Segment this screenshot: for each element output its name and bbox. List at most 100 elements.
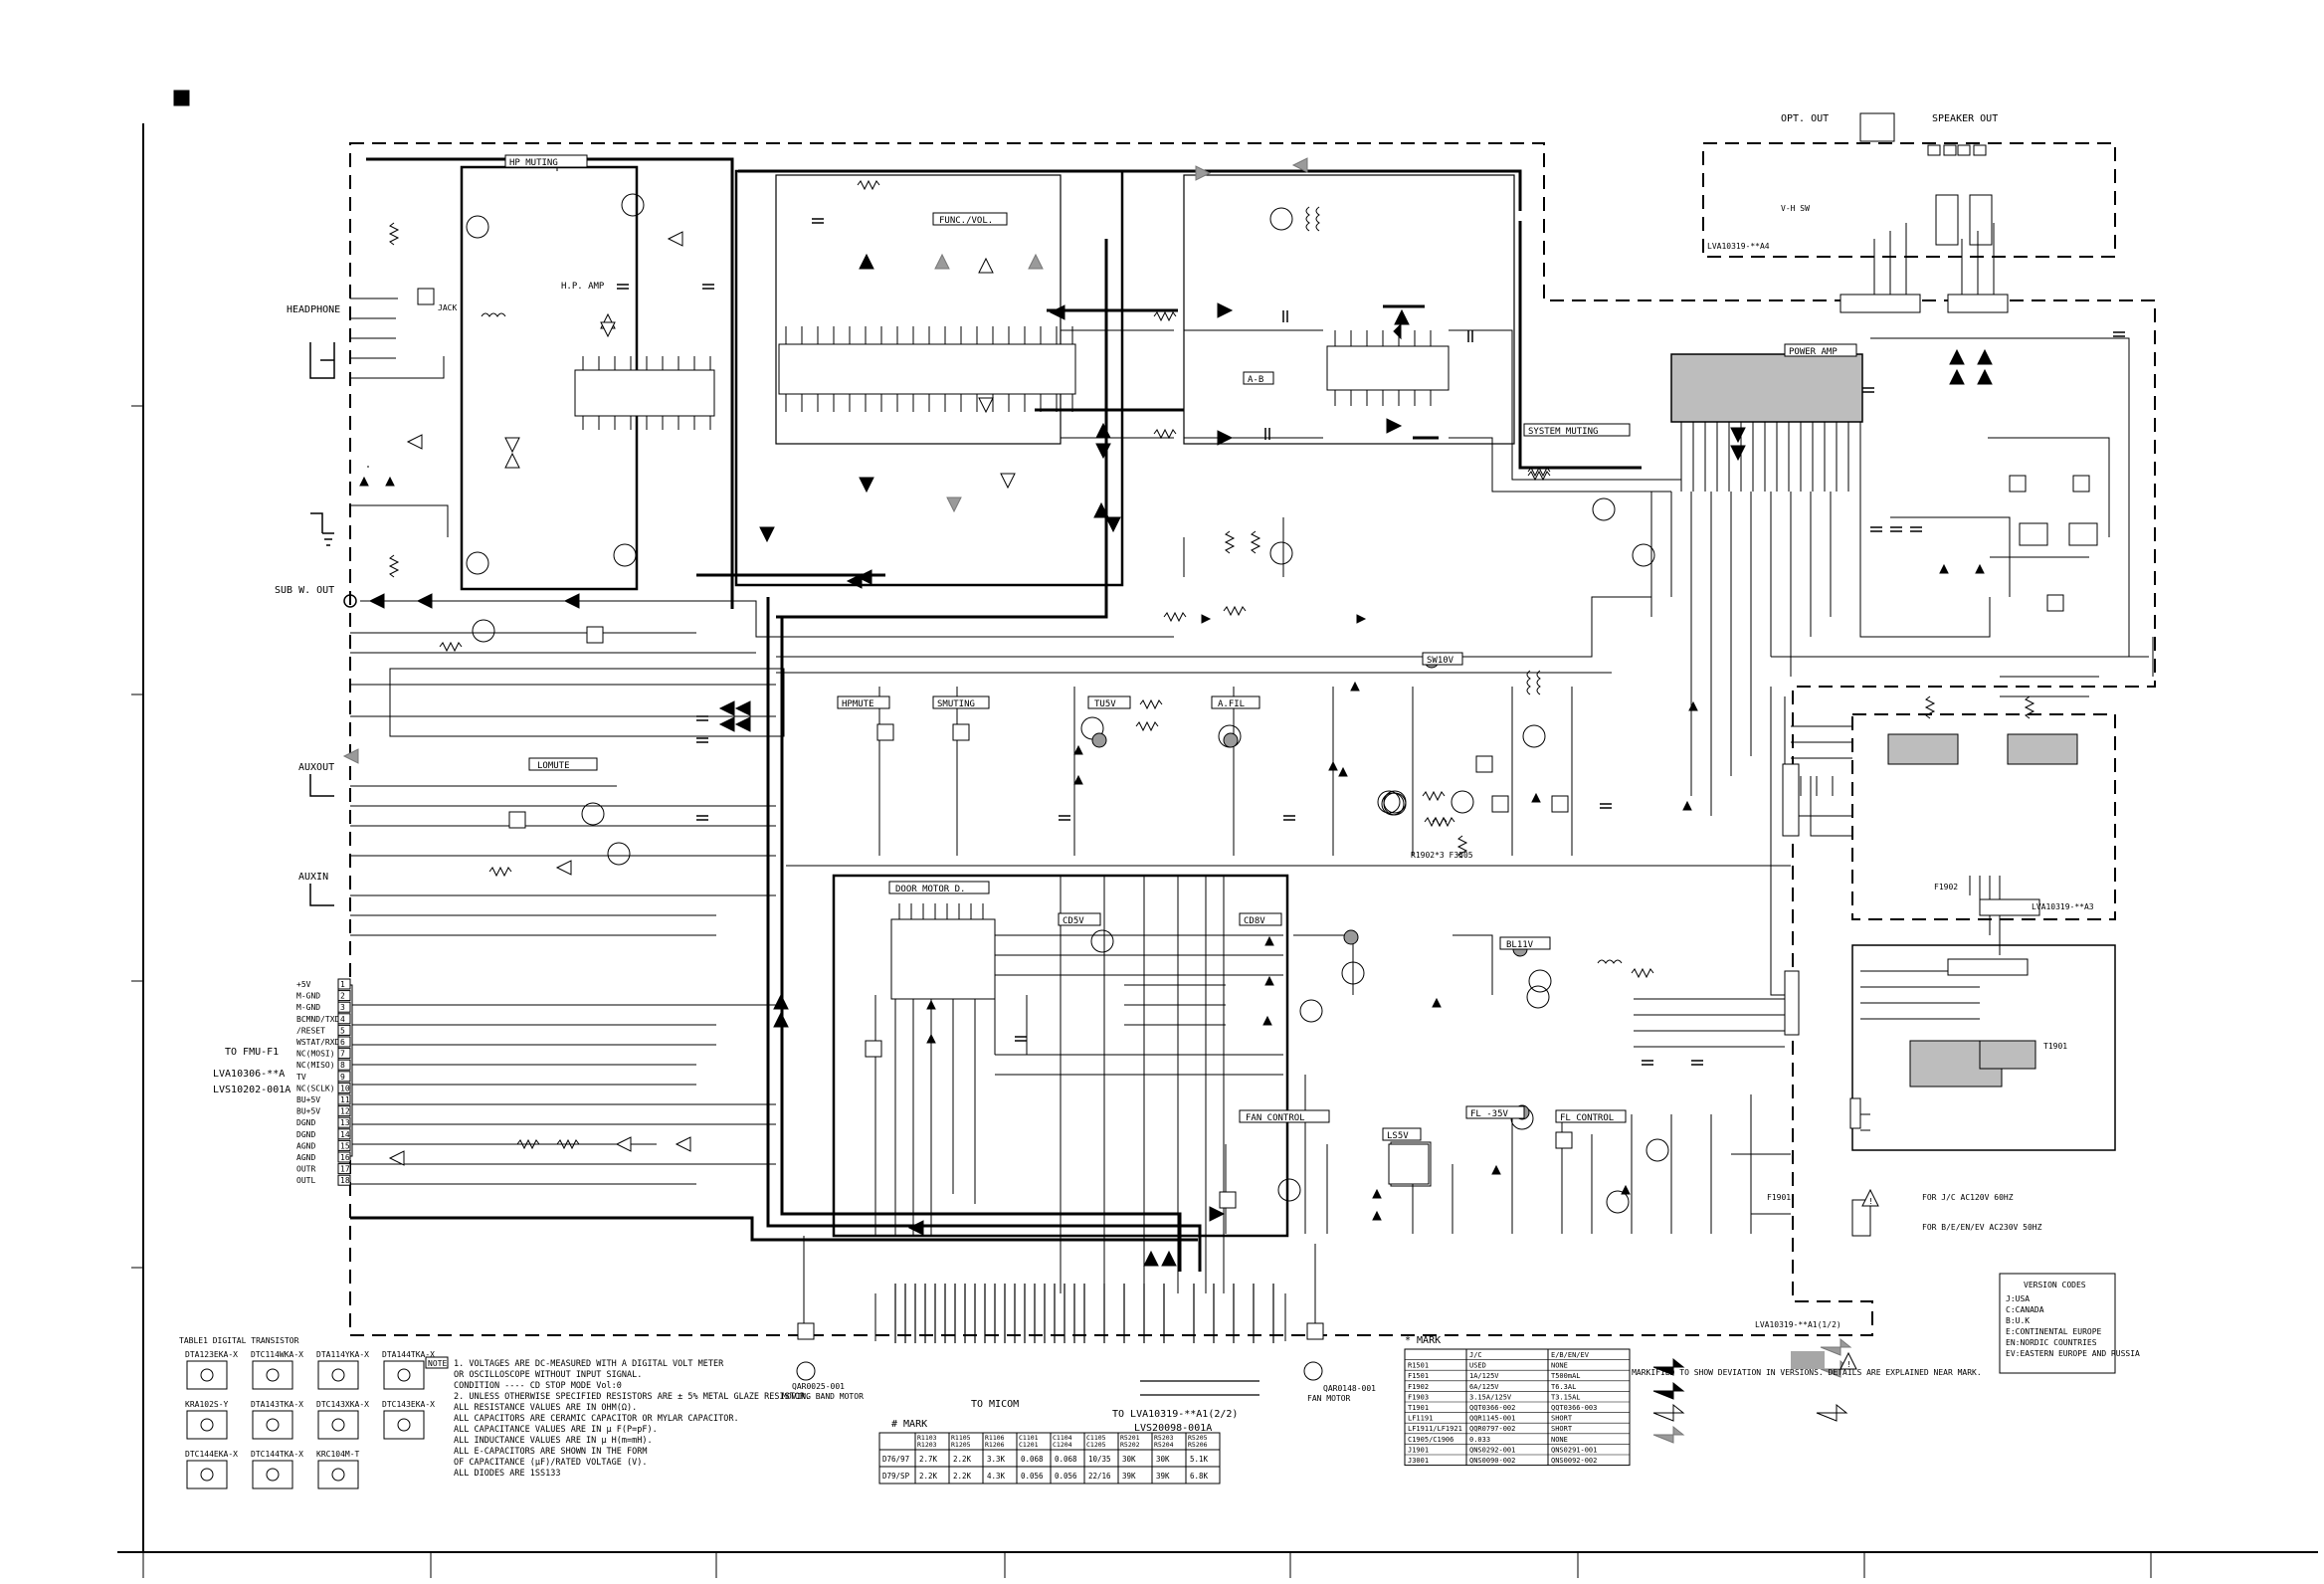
transistor-symbol-box <box>317 1410 359 1440</box>
value-table-header: C1104 <box>1053 1434 1072 1442</box>
transistor-part: DTC144EKA-X <box>185 1450 238 1459</box>
transistor-symbols-grey <box>1091 653 1530 1120</box>
transistor-symbol-box <box>186 1410 228 1440</box>
lomute-label: LOMUTE <box>537 761 570 771</box>
fuse-table-cell: SHORT <box>1551 1425 1573 1433</box>
small-ic-squares <box>417 288 2098 1209</box>
fmu-pin-label: NC(MOSI) <box>296 1050 335 1059</box>
fmu-pin-box <box>337 1116 351 1128</box>
fmu-pin-box <box>337 978 351 990</box>
system-muting-label: SYSTEM MUTING <box>1528 427 1598 437</box>
signal-arrows-grey <box>342 157 1852 1444</box>
value-table-header: R5205 <box>1188 1434 1208 1442</box>
fmu-pin-box <box>337 1163 351 1175</box>
transistor-symbol <box>200 1368 214 1382</box>
warning-icon-2: ! <box>1861 1188 1879 1207</box>
fmu-pin-list: +5VM-GNDM-GNDBCMND/TXD0/RESETWSTAT/RXD0N… <box>296 980 344 1185</box>
transistor-part: DTC144TKA-X <box>251 1450 303 1459</box>
transistor-symbol-box <box>252 1360 293 1390</box>
inductors <box>481 206 1623 964</box>
fmu-pin-label: DGND <box>296 1130 315 1139</box>
transistor-part: DTA144TKA-X <box>382 1350 435 1359</box>
motor-right-label: FAN MOTOR <box>1307 1394 1351 1403</box>
note-line: ALL RESISTANCE VALUES ARE IN OHM(Ω). <box>454 1403 637 1413</box>
ls5v-label: LS5V <box>1387 1131 1409 1141</box>
svg-text:!: ! <box>1846 1360 1851 1369</box>
fmu-pin-label: OUTL <box>296 1176 315 1185</box>
f1902-label: F1902 <box>1934 883 1958 891</box>
version-code: EN:NORDIC COUNTRIES <box>2006 1338 2097 1347</box>
transistor-symbol-box <box>186 1360 228 1390</box>
capacitors <box>617 218 2125 1066</box>
fuse-table-header: J/C <box>1469 1351 1482 1359</box>
fuse-table-cell: QQT0366-002 <box>1469 1404 1515 1412</box>
value-table-rowname: D76/97 <box>882 1455 909 1464</box>
motor-right-part: QAR0148-001 <box>1323 1384 1376 1393</box>
fmu-pin-label: M-GND <box>296 1003 320 1012</box>
note-line: OF CAPACITANCE (μF)/RATED VOLTAGE (V). <box>454 1458 647 1468</box>
fan-control-label: FAN CONTROL <box>1246 1113 1305 1123</box>
fuse-table-cell: F1902 <box>1408 1383 1429 1391</box>
ic-packages <box>574 343 2078 1187</box>
signal-arrows-black <box>368 253 1993 1400</box>
pcb-a4-label: LVA10319-**A4 <box>1707 242 1770 251</box>
sw10v-label: SW10V <box>1427 656 1454 666</box>
fmu-pin-box <box>337 1105 351 1117</box>
transistor-part: DTA143TKA-X <box>251 1400 303 1409</box>
transistor-symbol <box>331 1418 345 1432</box>
power-spec-ebenev: FOR B/E/EN/EV AC230V 50HZ <box>1922 1223 2042 1232</box>
cd8v-label: CD8V <box>1244 916 1265 926</box>
fmu-pin-label: BCMND/TXD0 <box>296 1015 344 1024</box>
warning-icon: ! <box>1840 1351 1857 1370</box>
transistor-part: DTC114WKA-X <box>251 1350 303 1359</box>
value-table-cell: 6.8K <box>1190 1472 1209 1481</box>
speaker-out-label: SPEAKER OUT <box>1932 113 1998 124</box>
fuse-table-cell: QNS0291-001 <box>1551 1446 1597 1454</box>
fuse-table-cell: 0.033 <box>1469 1436 1490 1444</box>
fuse-table-cell: QNS0292-001 <box>1469 1446 1515 1454</box>
version-codes-title: VERSION CODES <box>2024 1281 2086 1289</box>
fmu-pin-number: 7 <box>340 1050 345 1059</box>
note-line: 1. VOLTAGES ARE DC-MEASURED WITH A DIGIT… <box>454 1359 724 1369</box>
fmu-pin-box <box>337 1071 351 1083</box>
fuse-table-cell: LF1191 <box>1408 1415 1433 1423</box>
value-table-cell: 0.056 <box>1021 1472 1044 1481</box>
transistor-table-title: TABLE1 DIGITAL TRANSISTOR <box>179 1336 299 1345</box>
fuse-table-title: * MARK <box>1405 1335 1441 1346</box>
page-frame <box>117 90 2318 1578</box>
value-table-cell: 39K <box>1156 1472 1170 1481</box>
transistor-symbol-box <box>383 1360 425 1390</box>
hp-amp-label: H.P. AMP <box>561 282 605 292</box>
value-table-title: # MARK <box>891 1419 927 1430</box>
fuse-table-cell: QQR1145-001 <box>1469 1415 1515 1423</box>
version-code: EV:EASTERN EUROPE AND RUSSIA <box>2006 1349 2140 1358</box>
fmu-pin-box <box>337 990 351 1002</box>
note-line: OR OSCILLOSCOPE WITHOUT INPUT SIGNAL. <box>454 1370 642 1380</box>
fmu-pin-number: 8 <box>340 1061 345 1070</box>
value-table-header: R5206 <box>1188 1441 1208 1449</box>
auxin-label: AUXIN <box>298 872 328 883</box>
to-lva-label: TO LVA10319-**A1(2/2) <box>1112 1409 1238 1420</box>
transistor-symbol <box>266 1468 280 1482</box>
fmu-pin-number: 5 <box>340 1026 345 1035</box>
value-table-cell: 30K <box>1156 1455 1170 1464</box>
value-table-cell: 0.068 <box>1021 1455 1044 1464</box>
version-code: J:USA <box>2006 1294 2030 1303</box>
value-table-header: R5202 <box>1120 1441 1140 1449</box>
transistor-symbol-box <box>317 1360 359 1390</box>
note-line: ALL E-CAPACITORS ARE SHOWN IN THE FORM <box>454 1447 647 1457</box>
micom-bus <box>894 1284 1274 1396</box>
fuse-table-cell: C1905/C1906 <box>1408 1436 1453 1444</box>
value-table-frame <box>878 1432 1221 1485</box>
motor-left-part: QAR0025-001 <box>792 1382 845 1391</box>
fmu-pin-number: 16 <box>340 1153 350 1162</box>
transistor-part: KRC104M-T <box>316 1450 360 1459</box>
fmu-pin-box <box>337 1174 351 1186</box>
fmu-pin-label: NC(MISO) <box>296 1061 335 1070</box>
value-table-header: R1203 <box>917 1441 937 1449</box>
fuse-table-cell: 6A/125V <box>1469 1383 1499 1391</box>
smuting-label: SMUTING <box>937 699 975 709</box>
auxout-label: AUXOUT <box>298 762 334 773</box>
thin-wires <box>350 159 2154 1341</box>
